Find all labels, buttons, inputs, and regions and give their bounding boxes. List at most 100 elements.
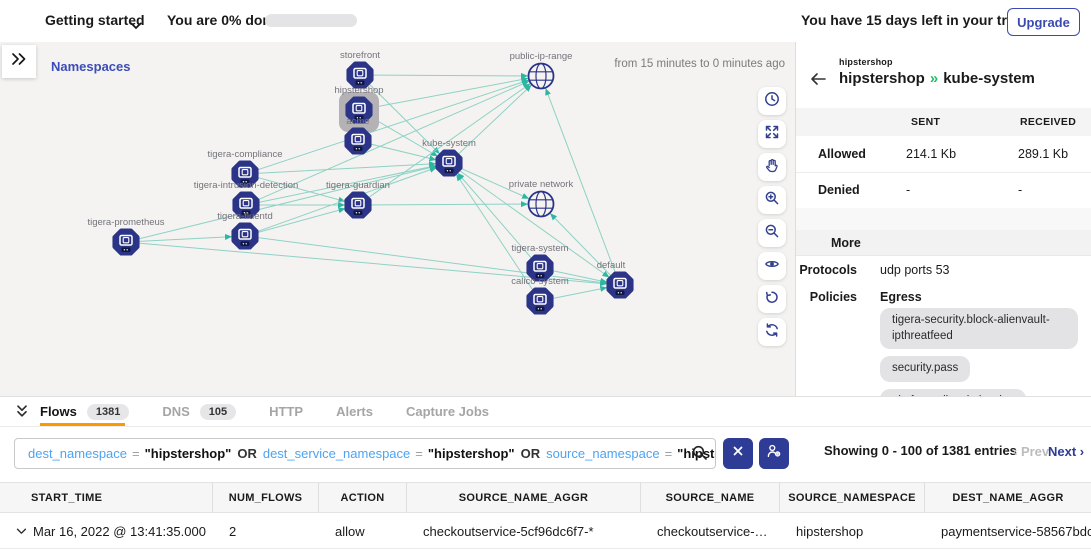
row-expand-chevron-icon[interactable]: [14, 524, 28, 543]
tab-list: Flows1381 DNS105 HTTP Alerts Capture Jobs: [40, 397, 489, 426]
collapse-panel-button[interactable]: [14, 403, 30, 424]
zoom-in-button[interactable]: [758, 186, 786, 214]
history-button[interactable]: [758, 87, 786, 115]
graph-edge: [358, 204, 541, 205]
tab-label: Flows: [40, 404, 77, 419]
graph-node-label: tigera-prometheus: [87, 217, 164, 228]
graph-edge: [449, 76, 541, 163]
graph-node-acme[interactable]: acme: [346, 116, 369, 153]
prev-page-button[interactable]: ‹ Prev: [1013, 444, 1049, 459]
namespace-graph[interactable]: storefront public-ip-range hipstershop acme…: [0, 42, 795, 396]
column-header-action[interactable]: ACTION: [319, 483, 407, 512]
cell-num_flows: 2: [213, 514, 319, 548]
pan-button[interactable]: [758, 153, 786, 181]
search-input[interactable]: dest_namespace="hipstershop"ORdest_servi…: [14, 438, 716, 469]
allowed-label: Allowed: [818, 147, 866, 161]
column-header-source_name_aggr[interactable]: SOURCE_NAME_AGGR: [407, 483, 641, 512]
user-settings-button[interactable]: [759, 438, 789, 469]
tab-bar: Flows1381 DNS105 HTTP Alerts Capture Jobs: [0, 397, 1091, 427]
graph-node-private-network[interactable]: private network: [509, 179, 574, 217]
tab-http[interactable]: HTTP: [269, 397, 303, 426]
policy-pill[interactable]: platform.allow-kube-dns: [880, 389, 1026, 396]
graph-node-tigera-system[interactable]: tigera-system: [511, 243, 568, 280]
graph-node-kube-system[interactable]: kube-system: [422, 138, 476, 175]
query-token-val: "hipstershop": [145, 446, 232, 461]
graph-node-label: hipstershop: [334, 85, 383, 96]
graph-edge: [245, 163, 449, 174]
cell-source_name: checkoutservice-…: [641, 514, 780, 548]
refresh-button[interactable]: [758, 318, 786, 346]
graph-node-label: tigera-guardian: [326, 180, 390, 191]
policy-pill[interactable]: tigera-security.block-alienvault-ipthrea…: [880, 308, 1078, 349]
clock-icon: [764, 91, 780, 112]
stats-header: SENT RECEIVED: [796, 108, 1091, 136]
allowed-sent-value: 214.1 Kb: [906, 147, 956, 161]
received-column-header: RECEIVED: [1020, 116, 1076, 128]
edge-source: hipstershop: [839, 70, 925, 87]
protocols-label: Protocols: [796, 263, 857, 277]
eye-icon: [764, 256, 780, 277]
query-token-field: dest_service_namespace: [263, 446, 410, 461]
tab-alerts[interactable]: Alerts: [336, 397, 373, 426]
query-token-kw: OR: [521, 446, 541, 461]
back-arrow-icon[interactable]: [810, 72, 826, 91]
graph-toolbar: [758, 87, 786, 346]
undo-icon: [764, 289, 780, 310]
double-chevron-right-icon: [10, 51, 28, 72]
cell-start_time: Mar 16, 2022 @ 13:41:35.000: [0, 514, 213, 548]
tab-label: Alerts: [336, 404, 373, 419]
globe-icon: [529, 64, 554, 89]
upgrade-button[interactable]: Upgrade: [1007, 8, 1080, 36]
pagination-summary: Showing 0 - 100 of 1381 entries: [824, 443, 1017, 458]
expand-arrows-icon: [764, 124, 780, 145]
query-token-op: =: [132, 446, 140, 461]
denied-sent-value: -: [906, 183, 910, 197]
zoom-in-icon: [764, 190, 780, 211]
column-header-start_time[interactable]: START_TIME: [0, 483, 213, 512]
column-header-source_name[interactable]: SOURCE_NAME: [641, 483, 780, 512]
tab-label: DNS: [162, 404, 189, 419]
undo-button[interactable]: [758, 285, 786, 313]
query-token-val: "hipstershop": [428, 446, 515, 461]
search-icon[interactable]: [692, 445, 708, 466]
fit-to-screen-button[interactable]: [758, 120, 786, 148]
globe-icon: [529, 192, 554, 217]
expand-sidebar-button[interactable]: [2, 45, 36, 78]
refresh-icon: [764, 322, 780, 343]
column-header-dest_name_aggr[interactable]: DEST_NAME_AGGR: [925, 483, 1091, 512]
cell-source_name_aggr: checkoutservice-5cf96dc6f7-*: [407, 514, 641, 548]
graph-node-label: public-ip-range: [510, 51, 573, 62]
policies-direction: Egress: [880, 290, 922, 304]
policy-pill[interactable]: security.pass: [880, 356, 970, 382]
graph-node-default[interactable]: default: [597, 260, 632, 297]
zoom-out-button[interactable]: [758, 219, 786, 247]
denied-received-value: -: [1018, 183, 1022, 197]
tab-flows[interactable]: Flows1381: [40, 397, 129, 426]
allowed-received-value: 289.1 Kb: [1018, 147, 1068, 161]
query-token-op: =: [415, 446, 423, 461]
chevron-down-icon[interactable]: [130, 17, 142, 35]
flows-table-header: START_TIMENUM_FLOWSACTIONSOURCE_NAME_AGG…: [0, 482, 1091, 513]
column-header-source_namespace[interactable]: SOURCE_NAMESPACE: [780, 483, 925, 512]
sent-column-header: SENT: [911, 116, 940, 128]
progress-bar: [265, 14, 357, 27]
next-page-button[interactable]: Next ›: [1048, 444, 1084, 459]
visibility-button[interactable]: [758, 252, 786, 280]
flows-table-row[interactable]: Mar 16, 2022 @ 13:41:35.0002allowcheckou…: [0, 514, 1091, 549]
graph-edge: [126, 163, 449, 242]
more-section-header[interactable]: More: [796, 230, 1091, 256]
cell-source_namespace: hipstershop: [780, 514, 925, 548]
graph-node-storefront[interactable]: storefront: [340, 50, 380, 87]
protocols-value: udp ports 53: [880, 263, 950, 277]
tab-capture-jobs[interactable]: Capture Jobs: [406, 397, 489, 426]
stats-row-denied: Denied - -: [796, 172, 1091, 209]
service-graph-panel: storefront public-ip-range hipstershop acme…: [0, 42, 795, 396]
bottom-panel: Flows1381 DNS105 HTTP Alerts Capture Jobs de…: [0, 396, 1091, 551]
query-token-op: =: [665, 446, 673, 461]
tab-dns[interactable]: DNS105: [162, 397, 236, 426]
stats-row-allowed: Allowed 214.1 Kb 289.1 Kb: [796, 136, 1091, 173]
column-header-num_flows[interactable]: NUM_FLOWS: [213, 483, 319, 512]
graph-node-calico-system[interactable]: calico-system: [511, 276, 569, 313]
clear-search-button[interactable]: [723, 438, 753, 469]
